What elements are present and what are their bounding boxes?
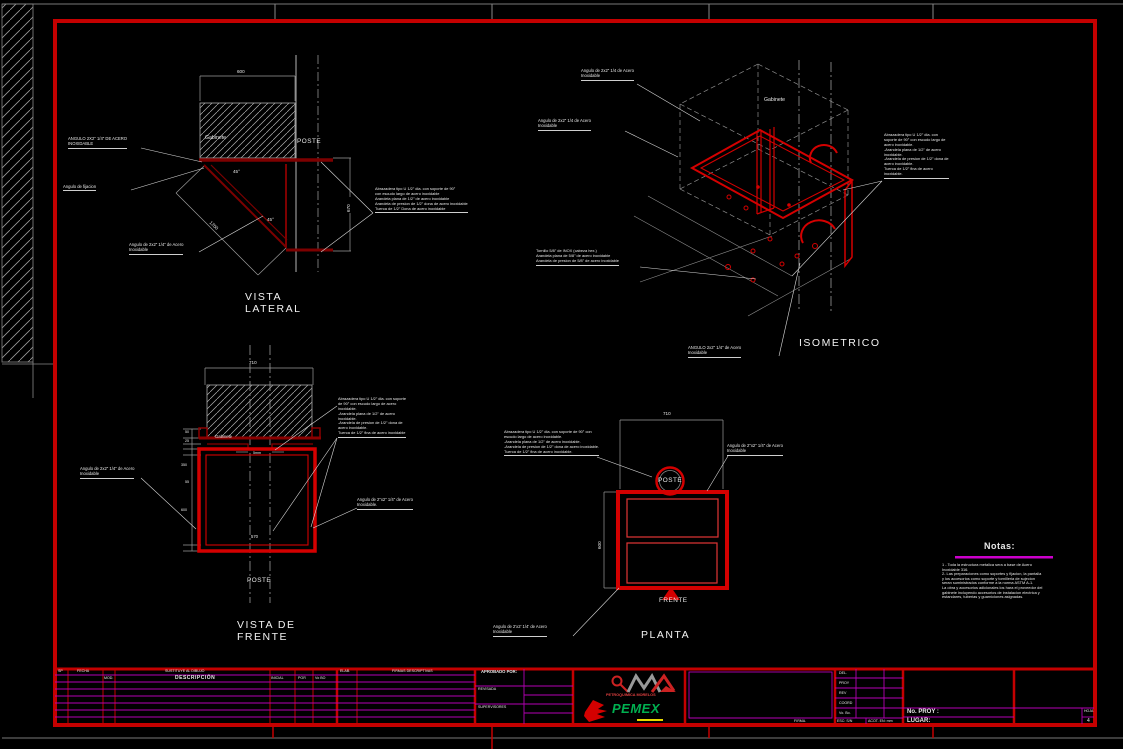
lateral-angle-top: 45° [233, 169, 240, 174]
iso-guide-lines [633, 195, 853, 317]
planta-frente-label: FRENTE [659, 597, 688, 604]
tb-col-descripcion: DESCRIPCIÓN [175, 675, 216, 681]
iso-annotation-right: Abrazadera tipo U 1/2" dia. con soporte … [884, 132, 949, 179]
planta-view-title: PLANTA [641, 629, 691, 641]
planta-frente-arrow [662, 587, 680, 600]
pm-logo-text: PETROQUIMICA MORELOS [606, 693, 656, 697]
tb-hoja-label: HOJA [1084, 709, 1094, 713]
notas-underline [955, 556, 1053, 559]
frente-annotation-left: Angulo de 2x2" 1/4" de Acero Inoxidable [80, 466, 135, 479]
lateral-annotation-left-top: ANGULO 2X2" 1/4" DE ACERO INOXIDABLE [68, 136, 128, 149]
frente-dim-left-5: 600 [181, 508, 187, 512]
tb-header-sustituye: SUSTITUYE AL DIBUJO [165, 669, 205, 673]
planta-poste-label: POSTE [658, 477, 683, 484]
planta-frame-outer [616, 490, 729, 590]
lateral-dim-right: 670 [346, 204, 351, 212]
planta-dim-top: 710 [663, 411, 671, 416]
iso-leader-lines [624, 83, 883, 357]
petroquimica-morelos-logo [611, 673, 676, 693]
lateral-bracket [199, 158, 333, 252]
tb-header-firmas: FIRMAS DESCRIPTIVAS [392, 669, 433, 673]
lateral-angle-bottom: 45° [267, 217, 274, 222]
frente-leader-lines [140, 405, 358, 532]
tb-no-proy: No. PROY : [907, 709, 939, 715]
tb-col-mod: MOD. [104, 676, 114, 680]
tb-col-por: POR [298, 676, 306, 680]
lateral-annotation-right: Abrazadera tipo U 1/2" dia. con soporte … [375, 186, 468, 214]
tb-row-vobo: Vo. Bo. [839, 711, 851, 715]
frente-gabinete-label: Gabinete [215, 434, 232, 439]
tb-header-elab: ELAB. [340, 669, 351, 673]
frente-view-title: VISTA DE FRENTE [237, 619, 296, 644]
pemex-logo [584, 700, 663, 722]
tb-esc: ESC: S/N [837, 719, 853, 723]
tb-col-vobo: Vo BO [315, 676, 326, 680]
tb-row-del: DEL. [839, 671, 847, 675]
lateral-dim-top: 600 [237, 69, 245, 74]
lateral-annotation-left-mid: Angulo de fijacion [63, 184, 97, 192]
vista-lateral-geometry [130, 55, 374, 276]
lateral-gabinete-hatch [199, 102, 296, 159]
frente-dim-left-2: 25 [185, 439, 189, 443]
iso-bracket-structure [689, 127, 855, 283]
tb-col-inicial: INICIAL [271, 676, 284, 680]
frente-dim-left-1: 50 [185, 430, 189, 434]
frente-dim-notch: 5mm [253, 451, 261, 455]
lateral-poste-label: POSTE [297, 138, 322, 145]
frente-gabinete-hatch [206, 384, 313, 438]
frente-dim-bottom: 570 [251, 534, 258, 539]
planta-leader-lines [572, 455, 729, 637]
planta-annotation-top-right: Angulo de 2"x2" 1/4" de Acero Inoxidable [727, 443, 783, 456]
planta-dim-left: 600 [597, 541, 602, 549]
frente-frame-outer [197, 447, 317, 553]
isometrico-geometry [624, 60, 883, 357]
tb-acot: ACOT. EN: mm [868, 719, 893, 723]
tb-lugar: LUGAR: [907, 718, 931, 724]
tb-row-proy: PROY [839, 681, 850, 685]
tb-revisada: REVISADA [478, 687, 497, 691]
notas-heading: Notas: [984, 541, 1016, 551]
frente-poste-label: POSTE [247, 577, 272, 584]
notas-text: 1 - Toda la estructura metalica sera a b… [942, 562, 1043, 600]
iso-annotation-top-left: Angulo de 2x2" 1/4 de Acero Inoxidable [581, 68, 634, 81]
left-hatch-strip [1, 3, 34, 363]
planta-geometry [572, 419, 729, 637]
frente-dim-left-4: 55 [185, 480, 189, 484]
tb-hoja-num: 4 [1087, 718, 1090, 724]
iso-annotation-bottom-left: Tornillo 5/8" de INOX (cabeza hex.) Aran… [536, 248, 619, 266]
titleblock-magenta-grid [55, 669, 1094, 724]
frente-frame-inner [205, 454, 309, 546]
frente-annotation-right-main: Abrazadera tipo U 1/2" dia. con soporte … [338, 396, 406, 438]
iso-gabinete-label: Gabinete [764, 97, 786, 103]
lateral-leader-lines [130, 147, 374, 253]
iso-annotation-bottom: ANGULO 2x2" 1/4" de Acero Inoxidable [688, 345, 742, 358]
planta-annotation-top-left: Abrazadera tipo U 1/2" dia. con soporte … [504, 429, 600, 457]
tb-firma: FIRMA. [794, 719, 807, 723]
titleblock-red-grid [55, 667, 1094, 724]
iso-cabinet-cube [679, 63, 849, 236]
lateral-annotation-left-bottom: Angulo de 2x2" 1/4" de Acero Inoxidable [129, 242, 184, 255]
tb-row-coord: COORD [839, 701, 853, 705]
tb-col-sp: SP [58, 669, 63, 673]
lateral-view-title: VISTA LATERAL [245, 291, 302, 316]
frente-annotation-right-angle: Angulo de 2"x2" 1/4" de Acero Inoxidable… [357, 497, 413, 510]
planta-poste-circle [655, 466, 685, 496]
tb-col-fecha: FECHA [77, 669, 90, 673]
tb-supervisores: SUPERVISORES [478, 705, 507, 709]
tb-row-rev: REV [839, 691, 847, 695]
planta-annotation-bottom-left: Angulo de 2'x2' 1/4' de Acero Inoxidable [493, 624, 547, 637]
frente-dim-left-3: 350 [181, 463, 187, 467]
sheet-frame [1, 3, 1123, 749]
iso-annotation-left: Angulo de 2x2" 1/4 de Acero Inoxidable [538, 118, 591, 131]
pemex-logo-text: PEMEX [612, 701, 661, 716]
lateral-gabinete-label: Gabinete [205, 135, 227, 141]
iso-view-title: ISOMETRICO [799, 337, 881, 349]
sheet-border [53, 19, 1097, 727]
vista-frente-geometry [140, 345, 358, 603]
tb-aprobado-por: APROBADO POR: [481, 669, 518, 674]
frente-dim-top: 710 [249, 360, 257, 365]
